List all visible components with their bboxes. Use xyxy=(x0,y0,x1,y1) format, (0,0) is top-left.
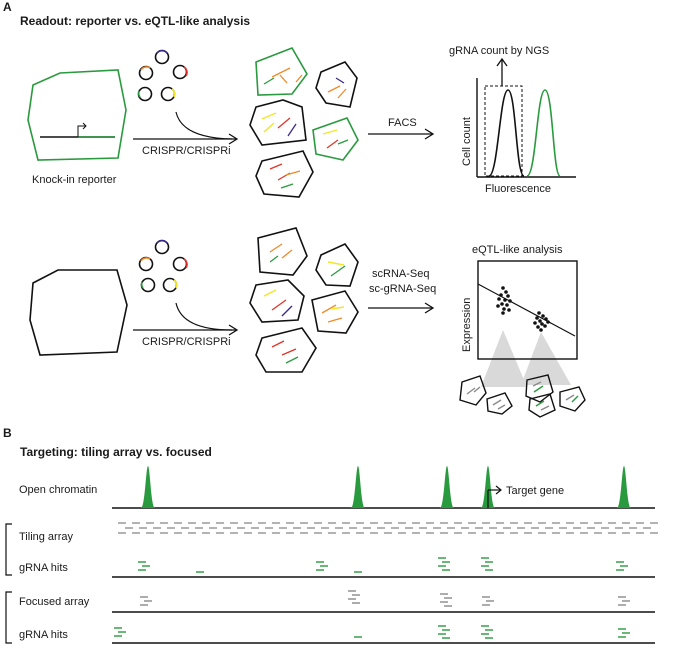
curve-arrow-top xyxy=(175,111,233,140)
eqtl-dot xyxy=(543,324,547,328)
eqtl-points xyxy=(496,286,550,332)
eqtl-dot xyxy=(499,293,503,297)
panel-b-letter: B xyxy=(3,426,12,440)
reporter-cell xyxy=(27,69,127,161)
plasmid-group-top xyxy=(137,49,188,102)
eqtl-dot xyxy=(544,317,548,321)
eqtl-title: eQTL-like analysis xyxy=(472,244,563,256)
eqtl-dot xyxy=(537,311,541,315)
facs-label: FACS xyxy=(388,117,417,129)
target-gene-label: Target gene xyxy=(506,485,564,497)
row-label-focused-array: Focused array xyxy=(19,596,90,608)
bracket-tiling xyxy=(5,523,12,576)
eqtl-dot xyxy=(546,320,550,324)
eqtl-dot xyxy=(540,322,544,326)
eqtl-dot xyxy=(538,319,542,323)
cell-population-bottom xyxy=(249,227,359,373)
eqtl-dot xyxy=(505,303,509,307)
chromatin-peaks xyxy=(141,466,631,508)
eqtl-dot xyxy=(504,290,508,294)
plain-cell xyxy=(29,269,128,356)
chromatin-peak xyxy=(440,466,454,508)
eqtl-regression-line xyxy=(477,283,576,337)
reporter-on-peak xyxy=(526,89,561,177)
ngs-label: gRNA count by NGS xyxy=(449,45,549,57)
reporter-gene-icon xyxy=(40,122,115,138)
eqtl-dot xyxy=(501,311,505,315)
hist-x-label: Fluorescence xyxy=(485,183,551,195)
panel-b-title: Targeting: tiling array vs. focused xyxy=(20,445,212,459)
eqtl-dot xyxy=(539,328,543,332)
eqtl-dot xyxy=(496,304,500,308)
reporter-off-peak xyxy=(488,89,525,177)
eqtl-dot xyxy=(533,321,537,325)
eqtl-dot xyxy=(508,299,512,303)
sort-gate xyxy=(484,85,523,177)
eqtl-dot xyxy=(497,297,501,301)
reporter-label: Knock-in reporter xyxy=(32,174,117,186)
curve-arrow-bottom xyxy=(175,302,233,331)
eqtl-dot xyxy=(535,316,539,320)
focused-array-grnas xyxy=(140,590,630,607)
chromatin-peak xyxy=(351,466,365,508)
row-label-grna-hits-2: gRNA hits xyxy=(19,629,68,641)
eqtl-dot xyxy=(501,286,505,290)
tiling-array-grnas xyxy=(118,522,658,534)
eqtl-y-label: Expression xyxy=(461,298,473,352)
grna-hits-focused xyxy=(114,625,630,639)
eqtl-dot xyxy=(502,307,506,311)
chromatin-peak xyxy=(141,466,155,508)
single-cells xyxy=(459,374,586,418)
panel-a-title: Readout: reporter vs. eQTL-like analysis xyxy=(20,14,250,28)
panel-a-letter: A xyxy=(3,0,12,14)
eqtl-dot xyxy=(503,298,507,302)
eqtl-dot xyxy=(507,308,511,312)
target-gene-marker xyxy=(487,485,502,508)
grna-hits-tiling xyxy=(138,557,628,573)
eqtl-dot xyxy=(536,325,540,329)
eqtl-dot xyxy=(506,294,510,298)
row-label-grna-hits-1: gRNA hits xyxy=(19,562,68,574)
chromatin-peak xyxy=(617,466,631,508)
bracket-focused xyxy=(5,591,12,644)
crispr-label-bottom: CRISPR/CRISPRi xyxy=(142,336,231,348)
eqtl-dot xyxy=(541,314,545,318)
plasmid-group-bottom xyxy=(138,239,188,293)
eqtl-dot xyxy=(500,302,504,306)
chromatin-peak xyxy=(481,466,495,508)
seq-label-2: sc-gRNA-Seq xyxy=(369,283,436,295)
row-label-open-chromatin: Open chromatin xyxy=(19,484,97,496)
cell-population-top xyxy=(249,47,359,198)
crispr-label-top: CRISPR/CRISPRi xyxy=(142,145,231,157)
seq-label-1: scRNA-Seq xyxy=(372,268,429,280)
row-label-tiling-array: Tiling array xyxy=(19,531,73,543)
hist-y-label: Cell count xyxy=(461,117,473,166)
eqtl-plot-frame xyxy=(477,260,578,360)
